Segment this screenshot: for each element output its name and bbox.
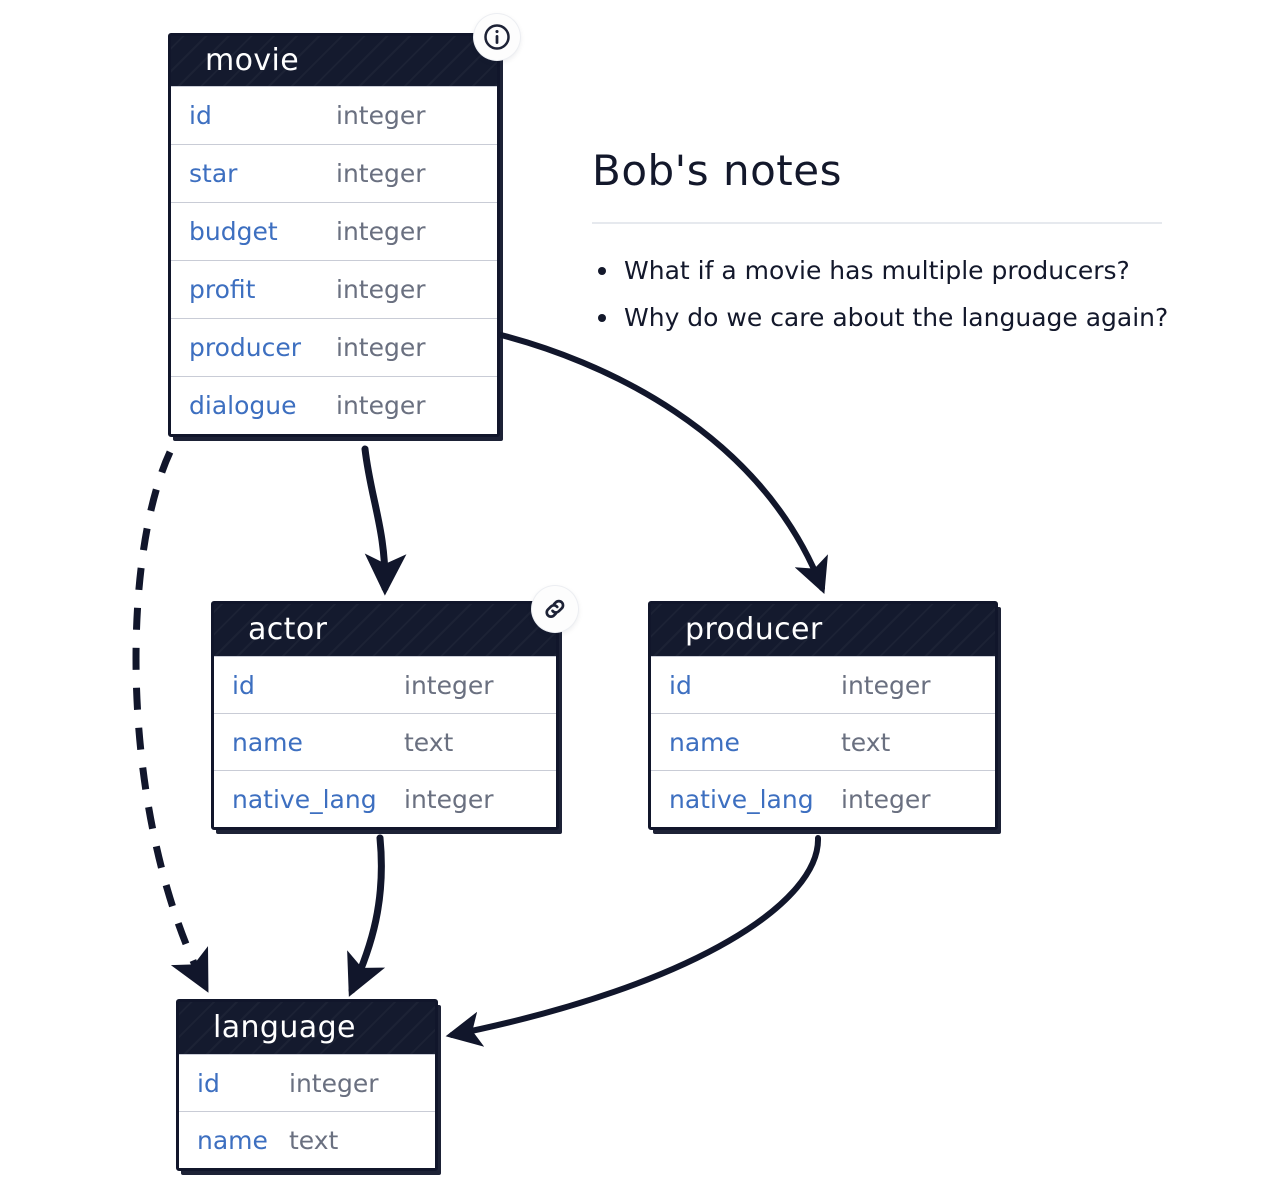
- field-type: integer: [841, 784, 931, 814]
- edge-movie-actor: [361, 445, 407, 596]
- field-name: name: [197, 1125, 268, 1155]
- link-icon[interactable]: [532, 586, 578, 632]
- table-title: movie: [205, 43, 300, 78]
- field-type: text: [404, 727, 454, 757]
- table-row[interactable]: profit integer: [171, 260, 497, 318]
- list-item: Why do we care about the language again?: [592, 305, 1172, 330]
- field-name: name: [669, 727, 740, 757]
- field-name: id: [232, 670, 255, 700]
- field-type: integer: [336, 333, 426, 362]
- field-type: integer: [336, 275, 426, 304]
- table-title: actor: [248, 612, 328, 647]
- notes-title: Bob's notes: [592, 146, 842, 195]
- field-name: producer: [189, 333, 302, 362]
- table-header-language: language: [179, 1002, 435, 1054]
- edge-movie-language: [132, 450, 209, 993]
- info-icon-glyph: [484, 24, 510, 50]
- field-name: native_lang: [669, 784, 814, 814]
- field-type: text: [841, 727, 891, 757]
- entity-table-movie[interactable]: movie id integer star integer budget int…: [168, 33, 500, 437]
- field-name: profit: [189, 275, 256, 304]
- table-row[interactable]: id integer: [214, 656, 556, 713]
- field-type: text: [289, 1125, 339, 1155]
- entity-table-actor[interactable]: actor id integer name text native_lang i…: [211, 601, 559, 830]
- field-name: id: [189, 101, 212, 130]
- notes-divider: [592, 222, 1162, 225]
- table-row[interactable]: producer integer: [171, 318, 497, 376]
- entity-table-producer[interactable]: producer id integer name text native_lan…: [648, 601, 998, 830]
- entity-table-language[interactable]: language id integer name text: [176, 999, 438, 1171]
- edge-movie-producer: [494, 331, 828, 595]
- link-icon-glyph: [545, 599, 565, 618]
- field-type: integer: [289, 1068, 379, 1098]
- field-name: dialogue: [189, 391, 297, 420]
- field-type: integer: [336, 217, 426, 246]
- field-type: integer: [336, 391, 426, 420]
- field-type: integer: [404, 670, 494, 700]
- field-type: integer: [336, 159, 426, 188]
- notes-panel: Bob's notes What if a movie has multiple…: [592, 146, 1172, 352]
- table-title: producer: [685, 612, 823, 647]
- table-header-actor: actor: [214, 604, 556, 656]
- edge-producer-language: [445, 835, 822, 1047]
- field-type: integer: [404, 784, 494, 814]
- table-row[interactable]: budget integer: [171, 202, 497, 260]
- list-item: What if a movie has multiple producers?: [592, 258, 1172, 283]
- table-title: language: [213, 1010, 356, 1045]
- table-header-movie: movie: [171, 36, 497, 86]
- table-row[interactable]: id integer: [651, 656, 995, 713]
- field-name: star: [189, 159, 238, 188]
- field-name: id: [669, 670, 692, 700]
- table-row[interactable]: native_lang integer: [651, 770, 995, 827]
- table-header-producer: producer: [651, 604, 995, 656]
- table-row[interactable]: native_lang integer: [214, 770, 556, 827]
- field-type: integer: [336, 101, 426, 130]
- table-row[interactable]: name text: [651, 713, 995, 770]
- field-name: id: [197, 1068, 220, 1098]
- notes-list: What if a movie has multiple producers? …: [592, 258, 1172, 330]
- field-name: native_lang: [232, 784, 377, 814]
- table-row[interactable]: name text: [179, 1111, 435, 1168]
- edge-actor-language: [347, 834, 386, 997]
- table-row[interactable]: star integer: [171, 144, 497, 202]
- table-row[interactable]: name text: [214, 713, 556, 770]
- table-row[interactable]: dialogue integer: [171, 376, 497, 434]
- info-icon[interactable]: [474, 14, 520, 60]
- table-row[interactable]: id integer: [179, 1054, 435, 1111]
- field-name: budget: [189, 217, 278, 246]
- field-name: name: [232, 727, 303, 757]
- table-row[interactable]: id integer: [171, 86, 497, 144]
- field-type: integer: [841, 670, 931, 700]
